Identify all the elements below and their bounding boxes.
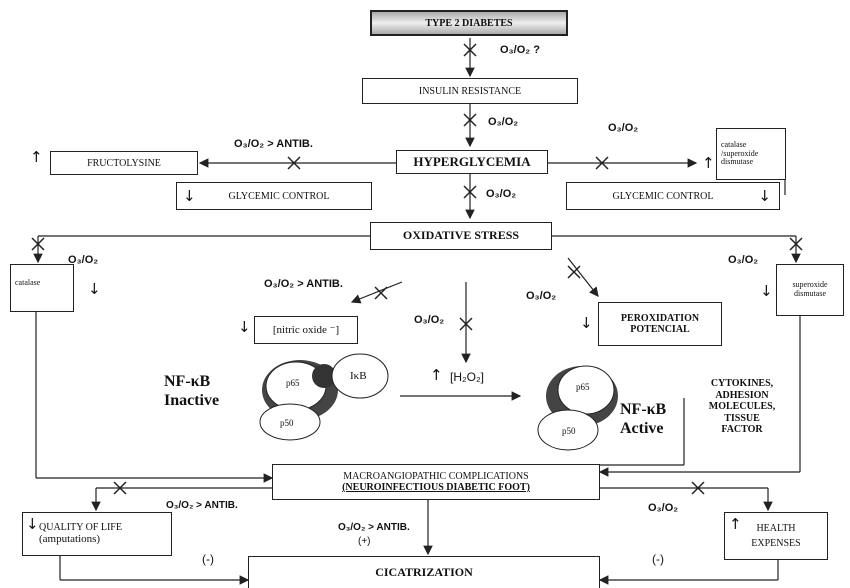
health-expenses-box: ↑ HEALTH EXPENSES: [724, 512, 828, 560]
superoxide-dismutase-box: superoxide dismutase: [776, 264, 844, 316]
block-x-icon: [113, 481, 127, 495]
ozone-antib-label-top: O₃/O₂ > ANTIB.: [234, 138, 313, 150]
block-x-icon: [374, 286, 388, 300]
block-x-icon: [789, 237, 803, 251]
ozone-antib-label-qol: O₃/O₂ > ANTIB.: [166, 500, 238, 511]
quality-of-life-label: QUALITY OF LIFE: [39, 522, 122, 534]
up-arrow-icon: ↑: [702, 154, 715, 172]
fructolysine-box: FRUCTOLYSINE: [50, 151, 198, 175]
block-marks: [31, 43, 803, 495]
block-x-icon: [463, 43, 477, 57]
ozone-label-hyper: O₃/O₂: [486, 188, 517, 200]
p50-inactive-label: p50: [280, 418, 294, 428]
minus-label-left: (-): [202, 552, 214, 566]
block-x-icon: [691, 481, 705, 495]
arrow-to-peroxidation: [567, 257, 599, 297]
block-x-icon: [595, 156, 609, 170]
ozone-label-health: O₃/O₂: [648, 502, 679, 514]
ozone-label-center: O₃/O₂: [414, 314, 445, 326]
macro-line-2: (NEUROINFECTIOUS DIABETIC FOOT): [342, 482, 530, 493]
amputations-label: (amputations): [39, 533, 101, 546]
glycemic-control-left-box: ↓ GLYCEMIC CONTROL: [176, 182, 372, 210]
type2-diabetes-box: TYPE 2 DIABETES: [370, 10, 568, 36]
ozone-label-peroxidation: O₃/O₂: [526, 290, 557, 302]
macro-line-1: MACROANGIOPATHIC COMPLICATIONS: [343, 471, 529, 482]
nfkb-inactive-label: NF-κB Inactive: [164, 373, 220, 410]
insulin-resistance-box: INSULIN RESISTANCE: [362, 78, 578, 104]
up-arrow-icon: ↑: [729, 515, 742, 533]
oxidative-stress-box: OXIDATIVE STRESS: [370, 222, 552, 250]
ozone-label-insulin: O₃/O₂: [488, 116, 519, 128]
quality-of-life-box: ↓ QUALITY OF LIFE (amputations): [22, 512, 172, 556]
nitric-oxide-box: [nitric oxide ⁻]: [254, 316, 358, 344]
block-x-icon: [567, 265, 581, 279]
ozone-question-label: O₃/O₂ ?: [500, 44, 540, 56]
hyperglycemia-box: HYPERGLYCEMIA: [396, 150, 548, 174]
ozone-label-catalase: O₃/O₂: [68, 254, 99, 266]
plus-label: (+): [358, 536, 371, 547]
ozone-label-sod: O₃/O₂: [728, 254, 759, 266]
nfkb-active-complex: [537, 365, 618, 451]
h2o2-label: [H₂O₂]: [450, 370, 484, 384]
glycemic-control-right-box: GLYCEMIC CONTROL ↓: [566, 182, 780, 210]
ozone-antib-label-nitric: O₃/O₂ > ANTIB.: [264, 278, 343, 290]
ozone-label-right-top: O₃/O₂: [608, 122, 639, 134]
up-arrow-icon: ↑: [30, 148, 43, 166]
ikb-label: IκB: [350, 370, 367, 382]
cicatrization-box: CICATRIZATION: [248, 556, 600, 588]
down-arrow-icon: ↓: [580, 314, 593, 332]
health-label: HEALTH: [756, 523, 796, 534]
minus-label-right: (-): [652, 552, 664, 566]
block-x-icon: [287, 156, 301, 170]
down-arrow-icon: ↓: [760, 282, 773, 300]
catalase-box: catalase: [10, 264, 74, 312]
nfkb-inactive-complex: [259, 353, 389, 441]
p65-active-label: p65: [576, 382, 590, 392]
down-arrow-icon: ↓: [88, 280, 101, 298]
arrow-to-nitric: [350, 281, 403, 304]
catalase-sod-box: catalase /superoxide dismutase: [716, 128, 786, 180]
block-x-icon: [463, 185, 477, 199]
down-arrow-icon: ↓: [238, 318, 251, 336]
expenses-label: EXPENSES: [751, 538, 801, 549]
peroxidation-box: PEROXIDATION POTENCIAL: [598, 302, 722, 346]
p65-inactive-label: p65: [286, 378, 300, 388]
macro-complications-box: MACROANGIOPATHIC COMPLICATIONS (NEUROINF…: [272, 464, 600, 500]
nfkb-active-label: NF-κB Active: [620, 401, 667, 438]
block-x-icon: [463, 113, 477, 127]
down-arrow-icon: ↓: [183, 187, 196, 205]
block-x-icon: [459, 317, 473, 331]
p50-active-label: p50: [562, 426, 576, 436]
ozone-antib-label-cicatrization: O₃/O₂ > ANTIB.: [338, 522, 410, 533]
down-arrow-icon: ↓: [26, 515, 39, 533]
block-x-icon: [31, 237, 45, 251]
down-arrow-icon: ↓: [758, 187, 771, 205]
up-arrow-icon: ↑: [430, 366, 443, 384]
cytokines-label: CYTOKINES, ADHESION MOLECULES, TISSUE FA…: [708, 378, 776, 435]
